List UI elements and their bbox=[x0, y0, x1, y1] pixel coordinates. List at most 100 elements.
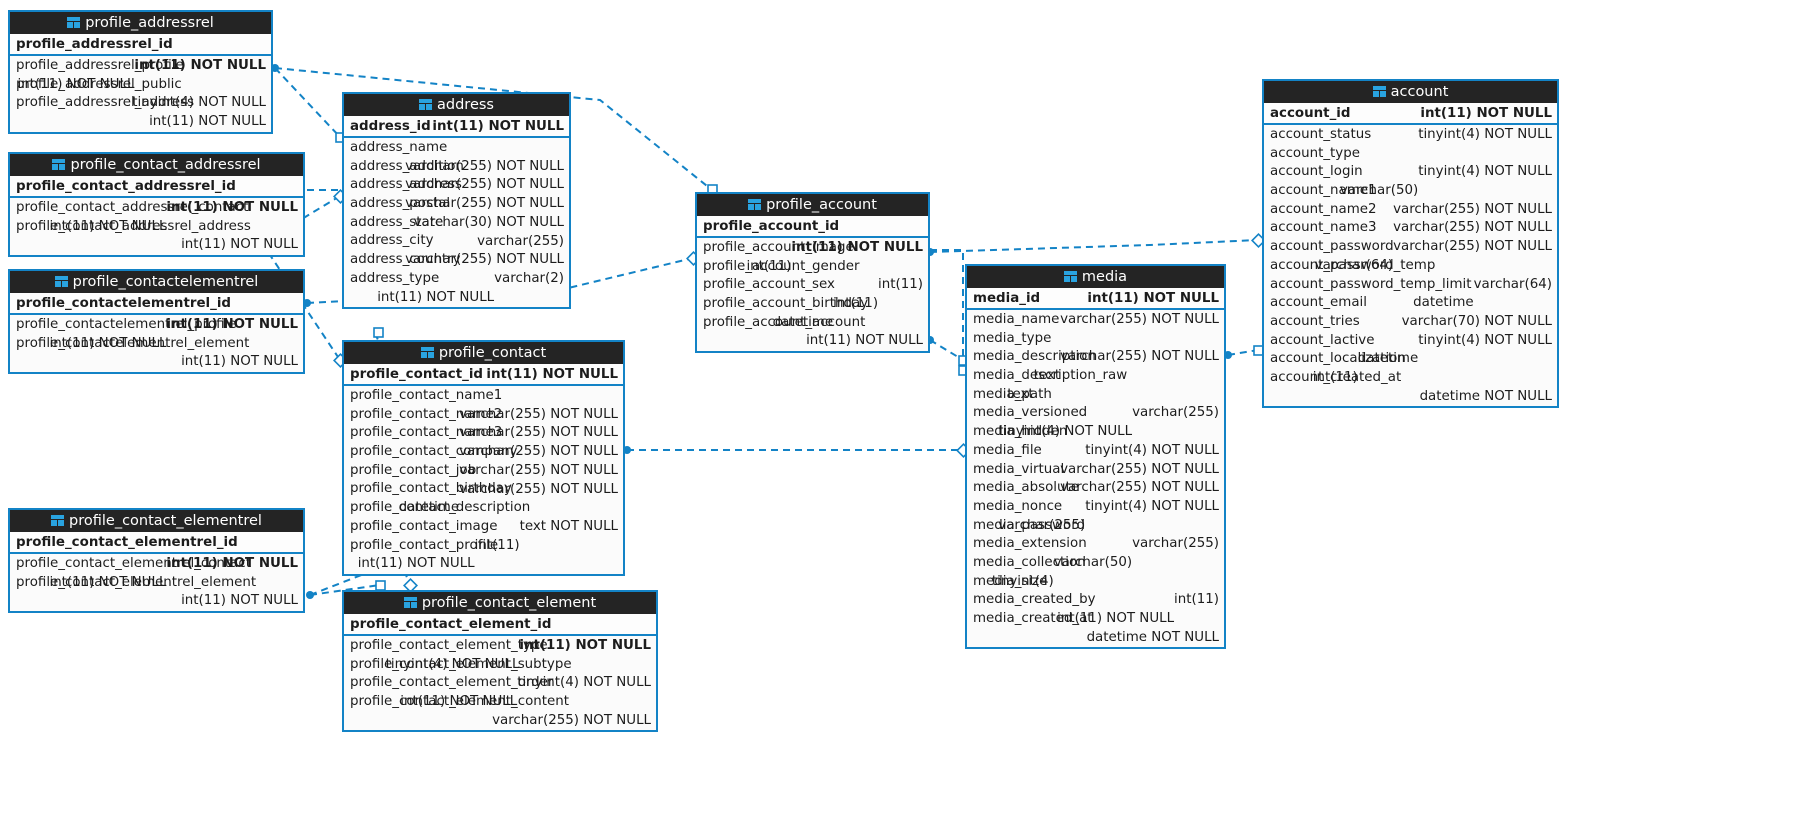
table-header-profile_addressrel[interactable]: profile_addressrel bbox=[10, 12, 271, 34]
table-header-profile_contact[interactable]: profile_contact bbox=[344, 342, 623, 364]
column-type: varchar(30) NOT NULL bbox=[413, 214, 564, 230]
table-header-inner: profile_contact_elementrel bbox=[51, 510, 262, 532]
column-name: profile_contact_element_order bbox=[350, 675, 554, 691]
table-header-address[interactable]: address bbox=[344, 94, 569, 116]
table-header-media[interactable]: media bbox=[967, 266, 1224, 288]
table-header-profile_contact_addressrel[interactable]: profile_contact_addressrel bbox=[10, 154, 303, 176]
table-header-account[interactable]: account bbox=[1264, 81, 1557, 103]
table-icon bbox=[403, 597, 417, 608]
table-header-profile_contactelementrel[interactable]: profile_contactelementrel bbox=[10, 271, 303, 293]
table-header-profile_contact_elementrel[interactable]: profile_contact_elementrel bbox=[10, 510, 303, 532]
table-header-profile_contact_element[interactable]: profile_contact_element bbox=[344, 592, 656, 614]
table-header-profile_account[interactable]: profile_account bbox=[697, 194, 928, 216]
